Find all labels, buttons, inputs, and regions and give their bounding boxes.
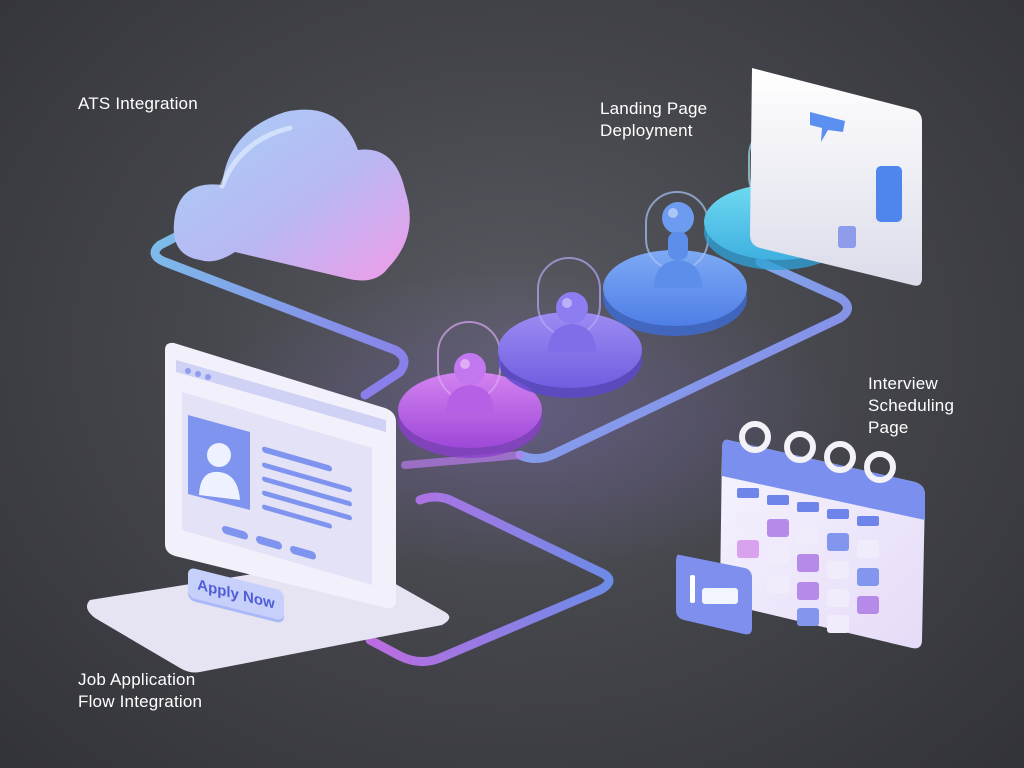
label-interview-line-3: Page (868, 418, 909, 437)
label-ats-text: ATS Integration (78, 94, 198, 113)
person-icon (548, 292, 596, 352)
person-icon (654, 202, 702, 288)
label-interview-scheduling-page: Interview Scheduling Page (868, 373, 954, 439)
label-job-application-flow: Job Application Flow Integration (78, 669, 202, 713)
stage-disk-1 (398, 321, 542, 458)
person-icon (446, 353, 494, 413)
landing-page-card (750, 68, 922, 286)
cloud-icon (173, 109, 410, 281)
stage-disk-3 (603, 191, 747, 336)
label-landing-line-2: Deployment (600, 121, 693, 140)
calendar-rings (739, 421, 896, 483)
pipe-under-stages (401, 451, 524, 469)
pipe-laptop-to-stages (365, 492, 614, 666)
profile-tag-pills (222, 525, 316, 560)
label-landing-line-1: Landing Page (600, 99, 708, 118)
landing-block (876, 166, 902, 222)
label-interview-line-2: Scheduling (868, 396, 955, 415)
label-landing-page-deployment: Landing Page Deployment (600, 98, 707, 142)
profile-text-lines (262, 446, 352, 529)
calendar-icon (676, 421, 925, 649)
connector-pipes (150, 217, 852, 666)
stage-disk-2 (498, 257, 642, 398)
label-interview-line-1: Interview (868, 374, 938, 393)
label-job-line-2: Flow Integration (78, 692, 203, 711)
label-job-line-1: Job Application (78, 670, 196, 689)
calendar-small-card (676, 554, 752, 635)
pipe-stages-to-landing (515, 257, 852, 463)
label-ats-integration: ATS Integration (78, 93, 198, 115)
calendar-day-cells (737, 488, 879, 633)
chat-bubble-icon (810, 112, 845, 142)
avatar-icon (199, 443, 240, 500)
pipe-cloud-to-stages (150, 217, 409, 400)
